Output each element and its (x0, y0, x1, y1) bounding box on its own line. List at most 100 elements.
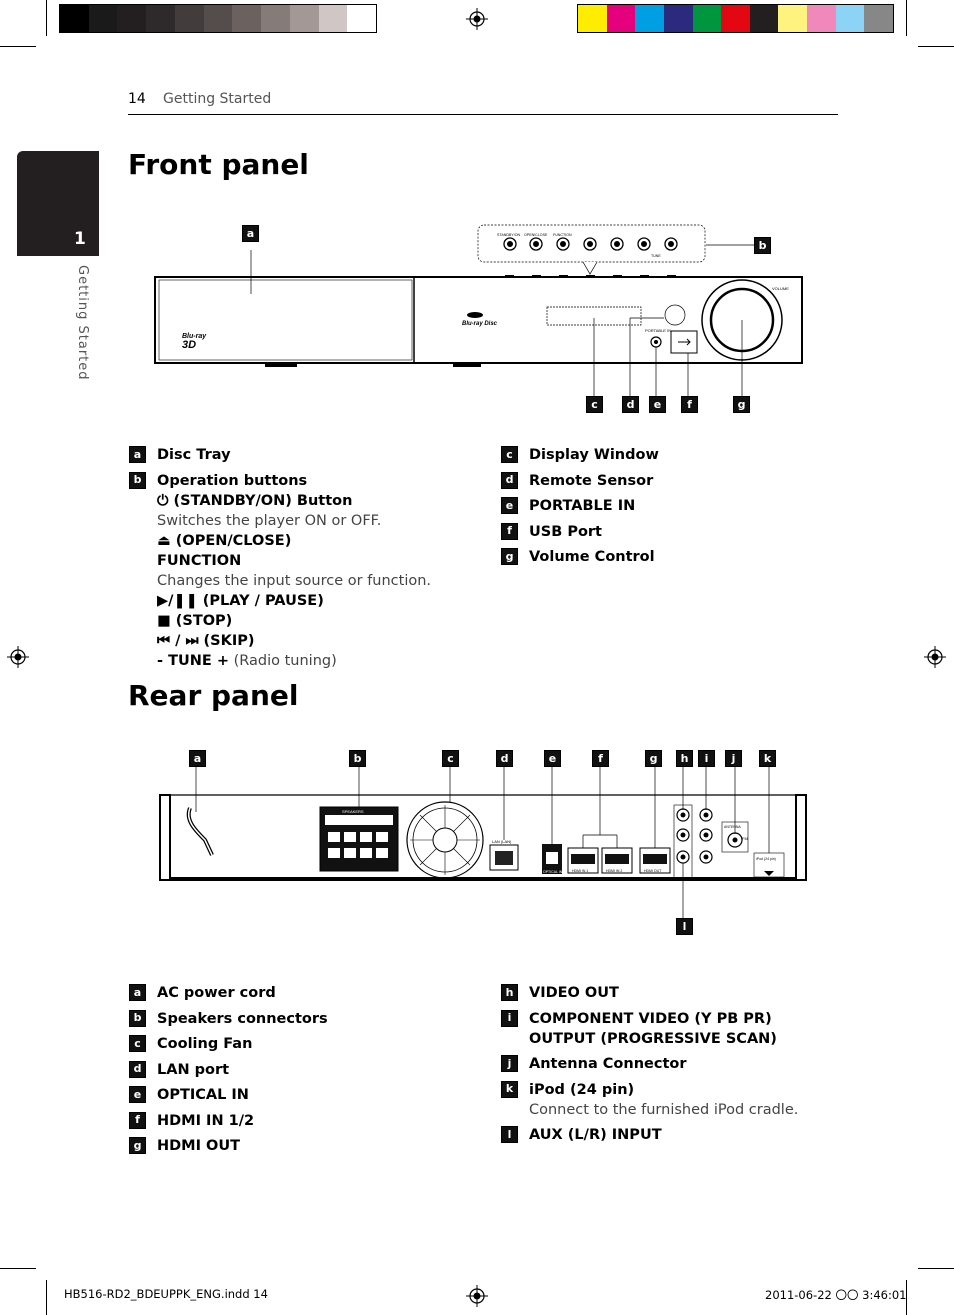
callout-fan: c (442, 750, 459, 767)
crop-mark (918, 46, 954, 47)
callout-component: i (698, 750, 715, 767)
legend-item: e PORTABLE IN (501, 496, 841, 516)
registration-mark-icon (7, 646, 29, 668)
legend-title-cont: OUTPUT (PROGRESSIVE SCAN) (529, 1030, 777, 1047)
optical-label: OPTICAL IN (543, 870, 563, 874)
legend-title: OPTICAL IN (157, 1087, 249, 1103)
standby-label: STANDBY/ON (497, 233, 521, 237)
hdmi-in1-label: HDMI IN 1 (572, 869, 588, 873)
crop-mark (46, 0, 47, 36)
legend-title: LAN port (157, 1061, 230, 1078)
legend-badge: d (129, 1060, 146, 1078)
callout-portable-in: e (649, 396, 666, 413)
ipod-label: iPod (24 pin) (756, 857, 776, 861)
registration-mark-icon (466, 8, 488, 30)
color-swatch (864, 5, 894, 32)
front-panel-title: Front panel (128, 148, 309, 181)
crop-mark (906, 0, 907, 36)
color-swatch (60, 5, 89, 32)
color-swatch (635, 5, 664, 32)
legend-title: HDMI OUT (157, 1138, 241, 1154)
registration-mark-icon (466, 1285, 488, 1307)
legend-badge: e (501, 497, 518, 514)
legend-item: a Disc Tray (129, 445, 469, 465)
color-swatch (807, 5, 836, 32)
button-standby-desc: Switches the player ON or OFF. (157, 512, 382, 529)
grayscale-color-bar (59, 4, 377, 33)
button-stop: ■ (STOP) (157, 612, 233, 629)
front-panel-diagram: Blu-ray 3D Blu-ray Disc PORTABLE IN VOLU… (154, 224, 803, 396)
fm-label: FM (742, 836, 748, 841)
rear-panel-diagram: SPEAKERS LAN (LAN) OPTICAL IN HDMI IN 1 … (159, 766, 807, 920)
callout-display-window: c (586, 396, 603, 413)
legend-badge: b (129, 471, 146, 489)
open-label: OPEN/CLOSE (524, 233, 548, 237)
legend-title: PORTABLE IN (529, 498, 636, 514)
legend-title: Operation buttons (157, 472, 308, 489)
legend-item: b Operation buttons ⏻ (STANDBY/ON) Butto… (129, 471, 469, 671)
color-swatch (88, 5, 118, 32)
chapter-number: 1 (74, 229, 86, 249)
callout-speakers: b (349, 750, 366, 767)
volume-label: VOLUME (772, 286, 789, 291)
crop-mark (0, 1268, 36, 1269)
button-open-close: ⏏ (OPEN/CLOSE) (157, 532, 292, 549)
color-swatch (318, 5, 348, 32)
front-legend-left: a Disc Tray b Operation buttons ⏻ (STAND… (129, 445, 469, 676)
color-swatch (749, 5, 779, 32)
process-color-bar (577, 4, 894, 33)
callout-ac-cord: a (189, 750, 206, 767)
tune-label: TUNE (651, 254, 661, 258)
legend-badge: k (501, 1080, 518, 1098)
color-swatch (347, 5, 377, 32)
portable-in-label: PORTABLE IN (645, 328, 671, 333)
color-swatch (174, 5, 204, 32)
button-skip: ⏮ / ⏭ (SKIP) (157, 632, 255, 649)
color-swatch (692, 5, 722, 32)
callout-operation-buttons: b (754, 237, 771, 254)
legend-title: USB Port (529, 523, 602, 540)
legend-badge: i (501, 1009, 518, 1027)
legend-title: Volume Control (529, 549, 655, 565)
color-swatch (578, 5, 607, 32)
legend-badge: a (129, 984, 146, 1001)
legend-item: e OPTICAL IN (129, 1085, 469, 1105)
footer-date: 2011-06-22 〇〇 3:46:01 (765, 1288, 907, 1302)
legend-desc: Connect to the furnished iPod cradle. (529, 1101, 799, 1118)
legend-title: AC power cord (157, 985, 276, 1001)
bluray-disc-logo: Blu-ray Disc (462, 321, 498, 327)
callout-volume: g (733, 396, 750, 413)
callout-ipod: k (759, 750, 776, 767)
bluray-3d-logo: 3D (182, 339, 196, 351)
antenna-label: ANTENNA (724, 825, 741, 829)
callout-disc-tray: a (242, 225, 259, 242)
button-play-pause: ▶/❚❚ (PLAY / PAUSE) (157, 592, 324, 609)
legend-title: Speakers connectors (157, 1010, 328, 1027)
button-function: FUNCTION (157, 552, 242, 569)
lan-label: LAN (LAN) (492, 839, 512, 844)
callout-antenna: j (725, 750, 742, 767)
legend-item: d LAN port (129, 1060, 469, 1080)
bluray-logo: Blu-ray (182, 333, 207, 340)
color-swatch (721, 5, 750, 32)
color-swatch (289, 5, 319, 32)
legend-title: Remote Sensor (529, 472, 654, 489)
legend-title: VIDEO OUT (529, 985, 619, 1001)
legend-title: Antenna Connector (529, 1056, 687, 1072)
color-swatch (117, 5, 147, 32)
crop-mark (46, 1280, 47, 1315)
legend-badge: e (129, 1086, 146, 1103)
callout-aux: l (676, 918, 693, 935)
legend-badge: c (501, 446, 518, 463)
legend-badge: l (501, 1126, 518, 1143)
